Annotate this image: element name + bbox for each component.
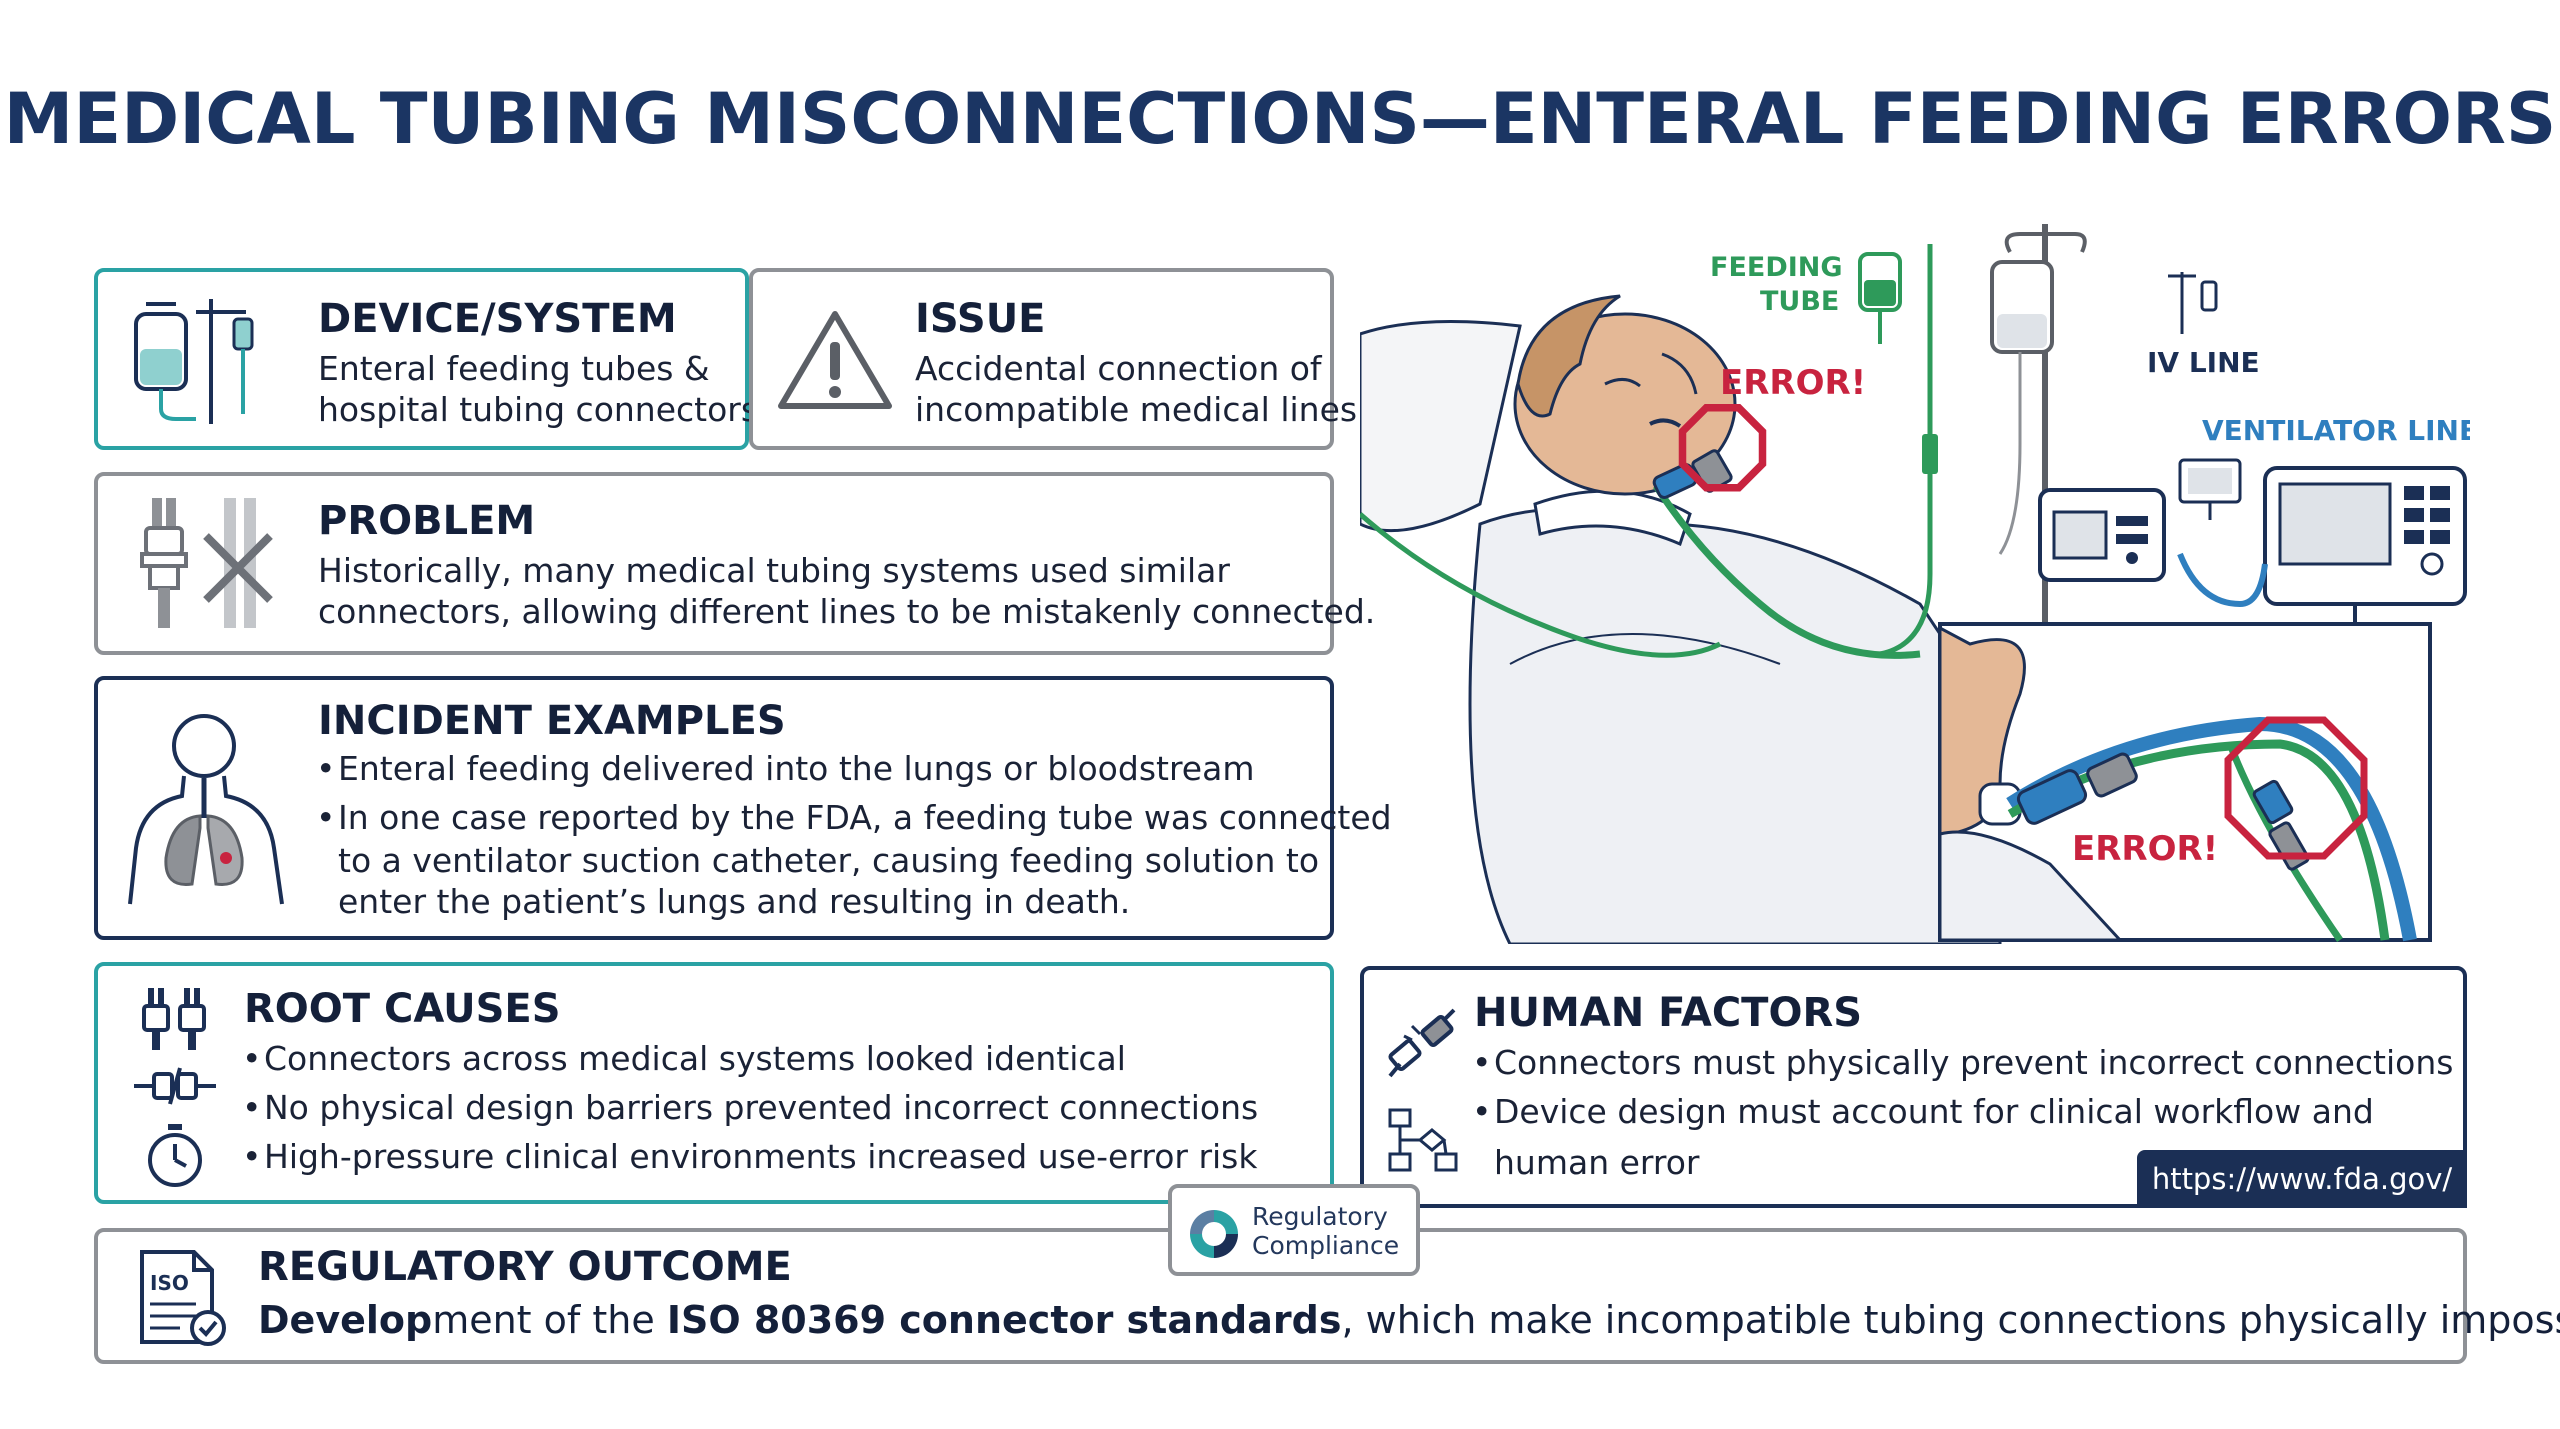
device-heading: DEVICE/SYSTEM <box>318 296 677 342</box>
issue-card: ISSUE Accidental connection of incompati… <box>749 268 1357 450</box>
outcome-text-bold-1: Develop <box>258 1298 433 1342</box>
badge-label: Regulatory Compliance <box>1252 1202 1399 1260</box>
problem-card: PROBLEM Historically, many medical tubin… <box>94 472 1375 655</box>
badge-line-2: Compliance <box>1252 1231 1400 1260</box>
root-causes-heading: ROOT CAUSES <box>244 986 561 1032</box>
page-title: MEDICAL TUBING MISCONNECTIONS—ENTERAL FE… <box>3 78 2557 160</box>
workflow-icon <box>1388 1108 1458 1172</box>
iv-line-icon <box>2168 272 2218 334</box>
inset-closeup: ERROR! <box>1938 622 2432 942</box>
iv-pole-icon <box>1990 224 2087 624</box>
iso-document-icon: ISO <box>140 1250 226 1346</box>
root-cause-item: No physical design barriers prevented in… <box>242 1087 1258 1128</box>
incident-examples-card: INCIDENT EXAMPLES Enteral feeding delive… <box>94 676 1392 940</box>
outcome-text-2: ment of the <box>432 1298 667 1342</box>
root-causes-card: ROOT CAUSES Connectors across medical sy… <box>94 962 1334 1204</box>
incident-item: In one case reported by the FDA, a feedi… <box>316 797 1392 838</box>
error-label: ERROR! <box>1720 363 1866 403</box>
iso-icon-text: ISO <box>150 1271 189 1295</box>
error-label-inset: ERROR! <box>2072 829 2218 869</box>
patient-body <box>1468 507 2002 944</box>
iv-line-label: IV LINE <box>2147 346 2260 379</box>
issue-line-1: Accidental connection of <box>915 349 1322 388</box>
lungs-icon <box>128 714 284 905</box>
regulatory-compliance-badge: Regulatory Compliance <box>1168 1184 1420 1276</box>
warning-triangle-icon <box>778 311 892 409</box>
misconnection-illustration: ERROR! FEEDING TUBE IV LINE VENTILATOR L… <box>1360 224 2470 944</box>
ventilator-line-label: VENTILATOR LINE <box>2202 414 2470 447</box>
problem-heading: PROBLEM <box>318 498 536 544</box>
iv-bag-icon <box>134 299 254 424</box>
feeding-bag-icon <box>1858 252 1902 344</box>
plug-disconnect-icon <box>1388 1008 1456 1078</box>
human-factor-item: Connectors must physically prevent incor… <box>1472 1042 2453 1083</box>
compliance-logo-icon <box>1190 1210 1238 1258</box>
outcome-text: Development of the ISO 80369 connector s… <box>258 1298 2560 1342</box>
stopwatch-icon <box>148 1124 202 1187</box>
device-line-1: Enteral feeding tubes & <box>318 349 710 388</box>
incidents-heading: INCIDENT EXAMPLES <box>318 698 786 744</box>
blocked-connector-icon <box>140 498 273 628</box>
feeding-tube-label-1: FEEDING <box>1710 252 1843 283</box>
problem-line-1: Historically, many medical tubing system… <box>318 551 1230 590</box>
incident-item-cont-1: to a ventilator suction catheter, causin… <box>338 841 1320 880</box>
infusion-pump-icon <box>2038 488 2166 582</box>
iso-standard-name: ISO 80369 connector standards <box>666 1298 1342 1342</box>
ventilator-icon <box>2263 466 2467 644</box>
device-system-card: DEVICE/SYSTEM Enteral feeding tubes & ho… <box>94 268 758 450</box>
device-line-2: hospital tubing connectors <box>318 390 759 429</box>
outcome-heading: REGULATORY OUTCOME <box>258 1244 792 1290</box>
incident-item-cont-2: enter the patient’s lungs and resulting … <box>338 882 1131 921</box>
problem-line-2: connectors, allowing different lines to … <box>318 592 1376 631</box>
badge-line-1: Regulatory <box>1252 1202 1388 1231</box>
feeding-tube-label-2: TUBE <box>1760 286 1839 317</box>
issue-heading: ISSUE <box>915 296 1046 342</box>
root-cause-item: Connectors across medical systems looked… <box>242 1038 1258 1079</box>
root-cause-item: High-pressure clinical environments incr… <box>242 1136 1258 1177</box>
human-factors-heading: HUMAN FACTORS <box>1474 990 1863 1036</box>
connectors-icon <box>142 988 206 1050</box>
human-factor-item: Device design must account for clinical … <box>1472 1091 2453 1132</box>
monitor-icon <box>2178 458 2242 520</box>
outcome-text-4: , which make incompatible tubing connect… <box>1341 1298 2560 1342</box>
fda-url-link[interactable]: https://www.fda.gov/ <box>2137 1150 2467 1208</box>
mismatch-icon <box>134 1067 216 1105</box>
error-octagon <box>1678 404 1767 492</box>
human-factor-item-cont: human error <box>1494 1143 1700 1182</box>
issue-line-2: incompatible medical lines <box>915 390 1358 429</box>
incident-item: Enteral feeding delivered into the lungs… <box>316 748 1392 789</box>
